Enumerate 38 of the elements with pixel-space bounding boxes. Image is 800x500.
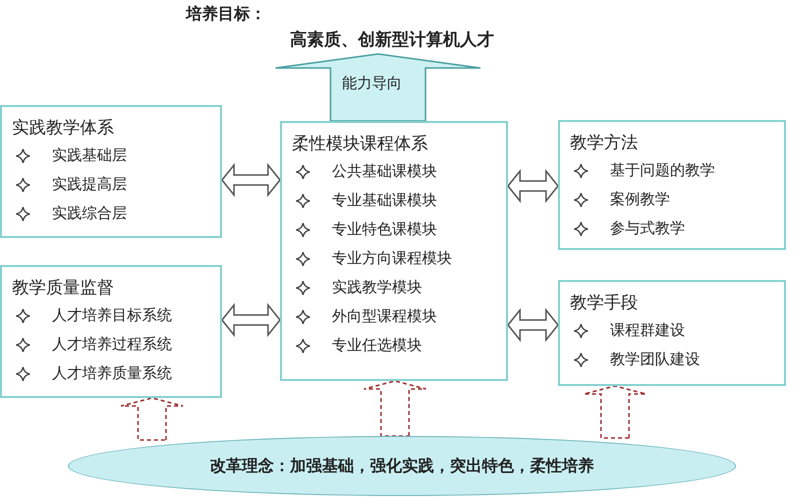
block-arrow (507, 168, 559, 204)
list-item: 公共基础课模块 (332, 162, 437, 181)
list-item: 教学团队建设 (610, 350, 700, 369)
list-item: 专业基础课模块 (332, 191, 437, 210)
banner-text: 改革理念：加强基础，强化实践，突出特色，柔性培养 (210, 456, 594, 476)
box-heading: 柔性模块课程体系 (292, 133, 428, 156)
block-arrow (221, 302, 281, 338)
list-item: 人才培养过程系统 (52, 335, 172, 354)
block-arrow (221, 162, 281, 198)
list-item: 专业方向课程模块 (332, 249, 452, 268)
text-box (0, 265, 222, 398)
text-box (558, 280, 786, 386)
list-item: 人才培养质量系统 (52, 364, 172, 383)
list-item: 基于问题的教学 (610, 161, 715, 180)
list-item: 专业任选模块 (332, 336, 422, 355)
box-heading: 教学质量监督 (12, 277, 114, 300)
block-arrow (583, 385, 647, 439)
list-item: 实践提高层 (52, 175, 127, 194)
list-item: 实践基础层 (52, 146, 127, 165)
text-box (0, 105, 222, 238)
text-box (280, 121, 508, 381)
box-heading: 实践教学体系 (12, 117, 114, 140)
list-item: 实践综合层 (52, 204, 127, 223)
goal-text: 高素质、创新型计算机人才 (290, 29, 494, 51)
block-arrow (507, 308, 559, 342)
list-item: 外向型课程模块 (332, 307, 437, 326)
list-item: 实践教学模块 (332, 278, 422, 297)
list-item: 人才培养目标系统 (52, 306, 172, 325)
list-item: 课程群建设 (610, 321, 685, 340)
block-arrow (363, 380, 427, 437)
box-heading: 教学手段 (570, 292, 638, 315)
list-item: 专业特色课模块 (332, 220, 437, 239)
goal-heading: 培养目标： (186, 4, 266, 25)
block-arrow (120, 397, 184, 441)
list-item: 参与式教学 (610, 219, 685, 238)
list-item: 案例教学 (610, 190, 670, 209)
box-heading: 教学方法 (570, 132, 638, 155)
text-box (558, 120, 786, 250)
